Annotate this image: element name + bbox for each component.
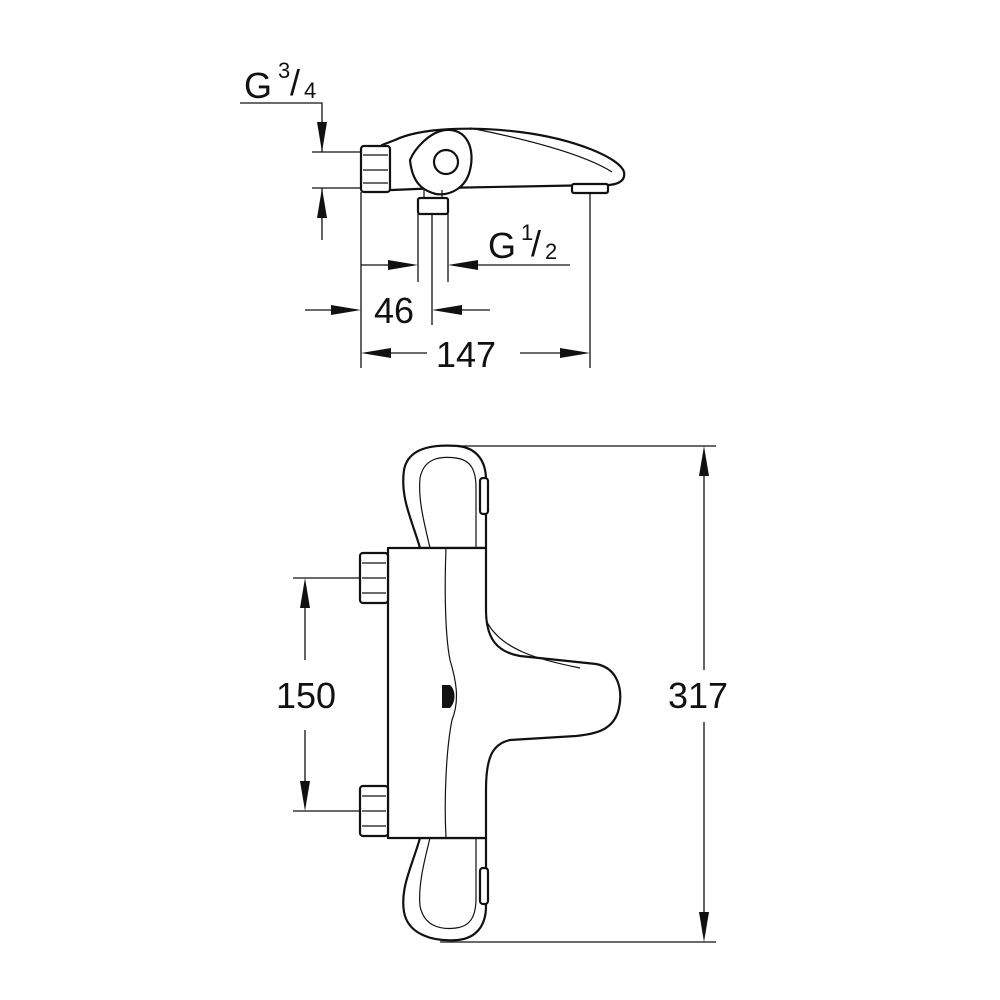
- front-bottom-handle: [402, 836, 488, 942]
- side-inlet-nut: [359, 144, 392, 194]
- dim-depth: 147: [436, 334, 496, 375]
- front-bottom-grip: [478, 866, 490, 906]
- inlet-thread-denominator: 4: [304, 78, 316, 103]
- outlet-thread-slash: /: [531, 223, 541, 264]
- side-spout-nozzle: [570, 182, 610, 195]
- inlet-thread-slash: /: [290, 62, 300, 103]
- dim-outlet-offset: 46: [374, 290, 414, 331]
- inlet-thread-letter: G: [244, 65, 272, 106]
- outlet-thread-numerator: 1: [521, 220, 533, 245]
- side-outlet-fitting: [416, 196, 450, 216]
- dim-inlet-spacing: 150: [276, 675, 336, 716]
- side-body-inner-line: [469, 127, 613, 173]
- side-handle-knob: [432, 148, 460, 176]
- front-indicator-mark: [442, 685, 455, 708]
- front-view: 150 317: [276, 444, 728, 943]
- front-top-handle: [402, 444, 488, 550]
- front-main-body: [386, 546, 622, 840]
- outlet-thread-denominator: 2: [545, 239, 557, 264]
- inlet-thread-numerator: 3: [278, 58, 290, 83]
- front-top-grip: [478, 476, 490, 516]
- side-view: G 3 / 4 G 1 / 2 46 147: [240, 58, 626, 375]
- outlet-thread-letter: G: [488, 225, 516, 266]
- dim-height: 317: [668, 675, 728, 716]
